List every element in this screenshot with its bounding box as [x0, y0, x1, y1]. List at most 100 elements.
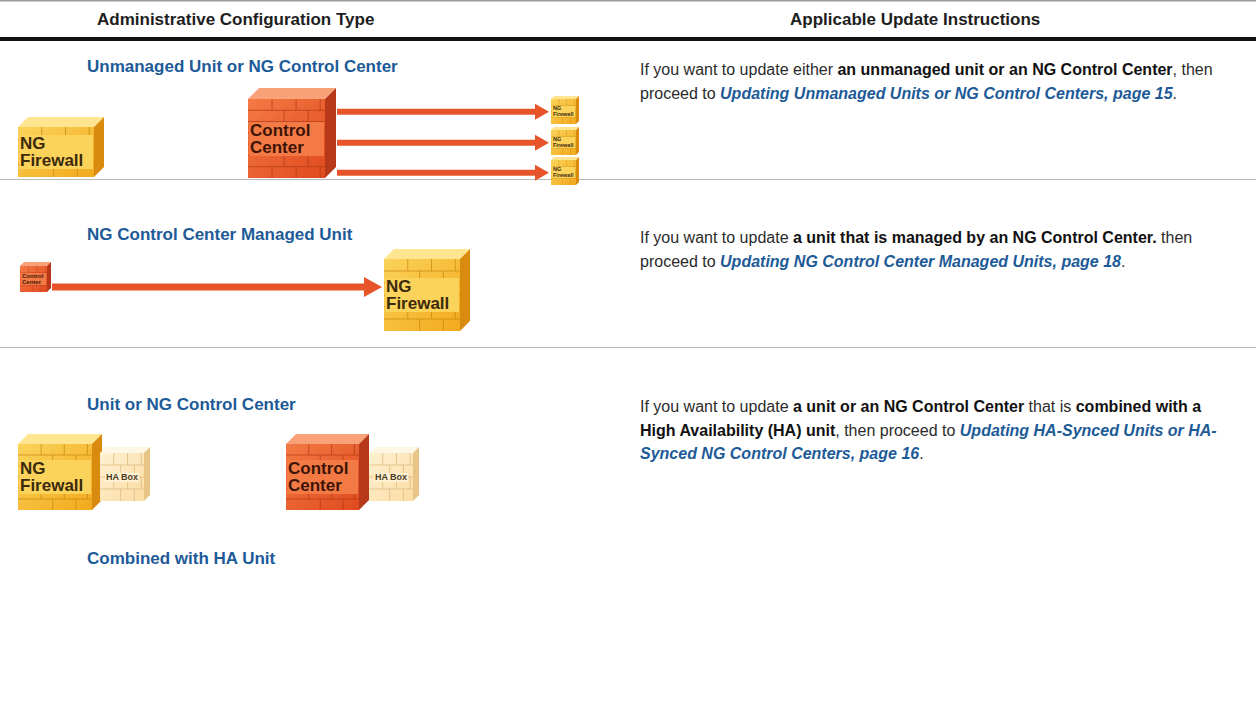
icon-face: NG Firewall	[552, 161, 575, 184]
brick-joint	[141, 453, 142, 465]
control-center-icon: Control Center	[248, 88, 336, 178]
brick-joint	[343, 499, 344, 510]
brick-joint	[320, 99, 321, 110]
brick-joint	[134, 489, 135, 501]
brick-joint	[296, 167, 297, 178]
icon-label: Control Center	[249, 122, 324, 156]
top-face	[551, 127, 579, 130]
firewall-icon: NG Firewall	[551, 96, 579, 124]
brick-line	[286, 499, 359, 500]
brick-joint	[87, 444, 88, 455]
body-text: If you want to update	[640, 229, 793, 246]
icon-face: NG Firewall	[19, 445, 91, 509]
front-face	[384, 259, 460, 331]
top-face	[100, 447, 150, 453]
icon-label: NG Firewall	[19, 460, 91, 494]
brick-line	[369, 465, 413, 466]
brick-line	[551, 117, 576, 118]
icon-face: NG Firewall	[552, 100, 575, 123]
brick-joint	[36, 266, 37, 273]
brick-joint	[403, 489, 404, 501]
arrow-shaft	[337, 170, 535, 176]
icon-label: NG Firewall	[552, 137, 575, 148]
brick-joint	[141, 477, 142, 489]
row-rule	[0, 179, 1256, 180]
side-face	[94, 117, 104, 177]
side-face	[460, 249, 470, 331]
top-face	[384, 249, 470, 259]
icon-label: HA Box	[105, 473, 139, 482]
front-face	[551, 99, 576, 124]
body-text: If you want to update	[640, 398, 793, 415]
brick-joint	[284, 110, 285, 121]
front-face	[18, 444, 92, 510]
row-title: NG Control Center Managed Unit	[87, 225, 352, 245]
brick-joint	[396, 453, 397, 465]
brick-line	[286, 455, 359, 456]
front-face	[551, 130, 576, 155]
top-face	[551, 96, 579, 99]
brick-joint	[296, 99, 297, 110]
side-face	[359, 434, 369, 510]
row-rule	[0, 347, 1256, 348]
side-face	[576, 157, 579, 185]
front-face	[248, 99, 325, 178]
brick-joint	[320, 499, 321, 510]
brick-joint	[127, 453, 128, 465]
icon-label: NG Firewall	[552, 167, 575, 178]
brick-joint	[113, 453, 114, 465]
brick-joint	[32, 286, 33, 293]
arrow-connector	[52, 277, 382, 297]
front-face	[18, 127, 94, 177]
brick-joint	[64, 444, 65, 455]
icon-face: NG Firewall	[552, 131, 575, 154]
front-face	[20, 266, 47, 292]
brick-line	[100, 465, 144, 466]
arrow-shaft	[337, 140, 535, 146]
row-title: Unmanaged Unit or NG Control Center	[87, 57, 398, 77]
brick-joint	[354, 444, 355, 455]
brick-line	[248, 166, 325, 167]
icon-label: Control Center	[287, 460, 358, 494]
brick-joint	[455, 259, 456, 271]
brick-line	[100, 489, 144, 490]
firewall-icon: NG Firewall	[384, 249, 470, 331]
arrow-connector	[337, 165, 549, 181]
body-text: that is	[1024, 398, 1076, 415]
ha-box-icon: HA Box	[369, 447, 419, 501]
top-face	[18, 117, 104, 127]
brick-joint	[562, 179, 563, 185]
ha-box-icon: HA Box	[100, 447, 150, 501]
icon-face: NG Firewall	[385, 260, 459, 330]
arrow-head	[364, 277, 382, 297]
brick-joint	[558, 130, 559, 136]
body-text: .	[1173, 85, 1177, 102]
brick-joint	[574, 130, 575, 136]
header-rule	[0, 37, 1256, 41]
side-face	[144, 447, 150, 501]
brick-line	[551, 148, 576, 149]
brick-joint	[28, 266, 29, 273]
brick-line	[20, 285, 47, 286]
side-face	[576, 96, 579, 124]
brick-joint	[566, 160, 567, 166]
brick-joint	[45, 266, 46, 273]
brick-joint	[41, 444, 42, 455]
brick-joint	[120, 489, 121, 501]
brick-joint	[407, 259, 408, 271]
body-text: .	[1121, 253, 1125, 270]
icon-face: Control Center	[249, 100, 324, 177]
front-face	[100, 453, 144, 501]
brick-line	[248, 110, 325, 111]
page-link: Updating NG Control Center Managed Units…	[720, 253, 1121, 270]
brick-joint	[308, 155, 309, 166]
firewall-icon: NG Firewall	[551, 127, 579, 155]
brick-joint	[41, 286, 42, 293]
top-face	[551, 157, 579, 160]
brick-joint	[566, 130, 567, 136]
front-face	[286, 444, 359, 510]
brick-joint	[431, 259, 432, 271]
